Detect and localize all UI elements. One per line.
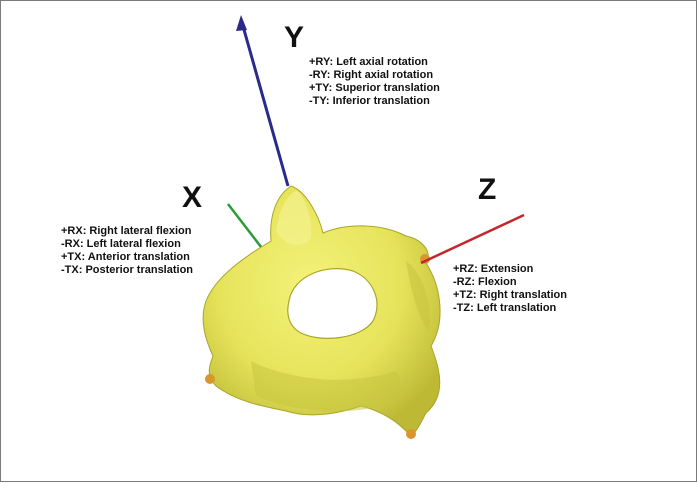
z-motion-item: -TZ: Left translation <box>453 302 567 315</box>
z-axis-label: Z <box>478 173 496 207</box>
y-motion-item: -TY: Inferior translation <box>309 95 440 108</box>
marker-dot <box>406 429 416 439</box>
y-axis-arrowhead <box>236 15 247 31</box>
marker-dot <box>205 374 215 384</box>
z-axis-line <box>421 215 524 263</box>
y-motion-item: +TY: Superior translation <box>309 82 440 95</box>
y-axis-line <box>241 19 288 186</box>
y-motion-item: -RY: Right axial rotation <box>309 69 440 82</box>
z-motion-item: -RZ: Flexion <box>453 276 567 289</box>
y-motion-legend: +RY: Left axial rotation -RY: Right axia… <box>309 56 440 108</box>
x-axis-label: X <box>182 181 202 215</box>
y-axis-label: Y <box>284 21 304 55</box>
z-motion-item: +RZ: Extension <box>453 263 567 276</box>
x-motion-item: -TX: Posterior translation <box>61 264 193 277</box>
y-motion-item: +RY: Left axial rotation <box>309 56 440 69</box>
x-motion-legend: +RX: Right lateral flexion -RX: Left lat… <box>61 225 193 277</box>
z-motion-legend: +RZ: Extension -RZ: Flexion +TZ: Right t… <box>453 263 567 315</box>
z-motion-item: +TZ: Right translation <box>453 289 567 302</box>
vertebra-model <box>203 186 440 439</box>
x-motion-item: -RX: Left lateral flexion <box>61 238 193 251</box>
x-motion-item: +RX: Right lateral flexion <box>61 225 193 238</box>
x-motion-item: +TX: Anterior translation <box>61 251 193 264</box>
